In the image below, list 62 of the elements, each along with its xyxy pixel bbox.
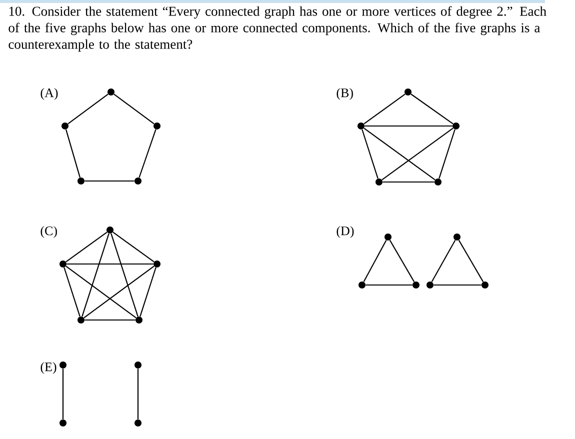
vertex-dot bbox=[60, 420, 66, 426]
graph-edge bbox=[364, 125, 452, 127]
option-label: (A) bbox=[40, 88, 58, 100]
graph-edge bbox=[84, 180, 134, 182]
vertex-dot bbox=[108, 88, 114, 96]
graph-edge bbox=[66, 266, 136, 318]
graph-edge bbox=[434, 284, 482, 286]
graph-edge bbox=[66, 232, 108, 262]
option-label: (C) bbox=[40, 226, 57, 238]
graph-edge bbox=[438, 129, 456, 179]
vertex-dot bbox=[62, 122, 68, 130]
vertex-dot bbox=[426, 282, 434, 288]
vertex-dot bbox=[78, 178, 84, 184]
graph-edge bbox=[84, 266, 154, 318]
vertex-dot bbox=[78, 316, 84, 324]
vertex-dot bbox=[60, 260, 66, 268]
graph-edge bbox=[84, 319, 136, 321]
vertex-dot bbox=[154, 122, 160, 130]
vertex-dot bbox=[358, 282, 366, 288]
vertex-dot bbox=[454, 234, 460, 240]
graph-edge bbox=[68, 94, 108, 124]
graph-edge bbox=[66, 129, 80, 178]
vertex-dot bbox=[134, 420, 142, 426]
graph-edge bbox=[382, 128, 454, 180]
graph-edge bbox=[110, 233, 138, 317]
graph-edge bbox=[138, 129, 156, 178]
question-text: 10. Consider the statement “Every connected graph has one or more vertices of degree 2.” Each of the five graphs below has one or more connected components. Which of the five graphs is a counterexample to the statement? bbox=[8, 6, 546, 52]
graph-edge bbox=[114, 94, 154, 124]
vertex-dot bbox=[358, 122, 364, 130]
graph-edge bbox=[382, 181, 434, 183]
option-label: (E) bbox=[40, 362, 56, 374]
graph-edge bbox=[64, 267, 80, 317]
vertex-dot bbox=[154, 260, 160, 268]
vertex-dot bbox=[452, 122, 460, 130]
vertex-dot bbox=[434, 178, 442, 186]
vertex-dot bbox=[412, 282, 420, 288]
graph-edge bbox=[364, 128, 436, 180]
vertex-dot bbox=[60, 362, 66, 368]
vertex-dot bbox=[482, 282, 488, 288]
vertex-dot bbox=[376, 178, 382, 186]
graph-edge bbox=[363, 240, 387, 282]
vertex-dot bbox=[106, 226, 114, 234]
graph-edge bbox=[140, 267, 156, 317]
graph-edge bbox=[431, 240, 456, 282]
vertex-dot bbox=[134, 178, 142, 184]
graph-edge bbox=[362, 129, 378, 179]
graph-edge bbox=[62, 368, 64, 420]
graph-edge bbox=[82, 233, 110, 317]
graph-edge bbox=[66, 263, 154, 265]
vertex-dot bbox=[404, 88, 412, 96]
graph-edge bbox=[389, 240, 415, 282]
graph-edge bbox=[410, 94, 454, 124]
graph-edge bbox=[364, 94, 406, 124]
option-label: (D) bbox=[336, 226, 354, 238]
vertex-dot bbox=[136, 316, 142, 324]
vertex-dot bbox=[384, 234, 392, 240]
option-label: (B) bbox=[336, 88, 353, 100]
graph-edge bbox=[137, 368, 139, 420]
graph-edge bbox=[112, 232, 154, 262]
graph-edge bbox=[366, 284, 412, 286]
graph-edge bbox=[458, 240, 484, 282]
vertex-dot bbox=[134, 362, 142, 368]
